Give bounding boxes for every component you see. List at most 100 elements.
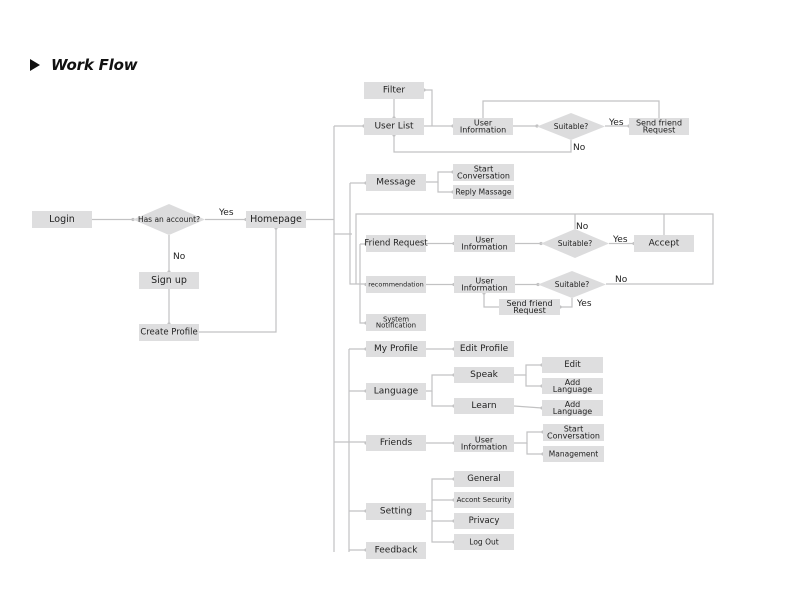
- node-label: User: [475, 276, 494, 285]
- node-create-profile[interactable]: Create Profile: [139, 324, 199, 341]
- connector-line: [424, 89, 433, 126]
- node-reply-message[interactable]: Reply Massage: [453, 185, 514, 199]
- node-box: [366, 341, 426, 357]
- node-label: User: [475, 435, 494, 444]
- connector-line: [437, 182, 453, 193]
- node-label: Information: [461, 284, 507, 293]
- node-label: Language: [553, 407, 593, 416]
- connector-line: [426, 171, 453, 183]
- node-has-account[interactable]: Has an account?: [133, 204, 205, 235]
- node-label: Suitable?: [554, 122, 589, 131]
- node-label: Start: [474, 164, 494, 173]
- node-message[interactable]: Message: [366, 174, 426, 191]
- node-account-security[interactable]: Accont Security: [454, 492, 514, 508]
- connector-line: [525, 375, 542, 387]
- node-label: Send friend: [636, 118, 682, 127]
- node-label: Conversation: [457, 172, 510, 181]
- node-friend-request[interactable]: Friend Request: [364, 235, 428, 252]
- node-fr-suitable[interactable]: Suitable?: [541, 229, 609, 258]
- node-label: Setting: [380, 507, 412, 517]
- node-box: [366, 435, 426, 451]
- node-general[interactable]: General: [454, 471, 514, 487]
- node-label: Request: [643, 126, 676, 135]
- node-feedback[interactable]: Feedback: [366, 542, 426, 559]
- node-label: Suitable?: [558, 239, 593, 248]
- node-rec-suitable[interactable]: Suitable?: [538, 271, 606, 298]
- node-friends[interactable]: Friends: [366, 435, 426, 451]
- node-box: [542, 357, 603, 373]
- node-recommendation[interactable]: recommendation: [366, 276, 426, 293]
- node-box: [454, 235, 515, 252]
- node-user-list[interactable]: User List: [364, 118, 424, 135]
- node-login[interactable]: Login: [32, 211, 92, 228]
- node-box: [454, 471, 514, 487]
- node-label: Reply Massage: [455, 188, 511, 197]
- connector-line: [514, 431, 543, 444]
- node-label: Edit: [564, 360, 581, 370]
- node-label: Sign up: [151, 275, 187, 286]
- play-triangle-icon: [30, 59, 40, 71]
- connector-line: [560, 298, 573, 308]
- node-filter[interactable]: Filter: [364, 82, 424, 99]
- node-box: [543, 446, 604, 462]
- node-ul-suitable[interactable]: Suitable?: [537, 113, 605, 140]
- node-privacy[interactable]: Privacy: [454, 513, 514, 529]
- node-label: Conversation: [547, 432, 600, 441]
- node-label: Information: [461, 243, 507, 252]
- node-management[interactable]: Management: [543, 446, 604, 462]
- connector-line: [483, 293, 499, 308]
- node-label: System: [383, 315, 409, 323]
- node-label: Information: [461, 443, 507, 452]
- node-speak-edit[interactable]: Edit: [542, 357, 603, 373]
- node-speak[interactable]: Speak: [454, 367, 514, 383]
- node-label: Has an account?: [138, 215, 200, 224]
- connector-line: [426, 374, 454, 392]
- edge-label-no: No: [615, 275, 628, 285]
- node-setting[interactable]: Setting: [366, 503, 426, 520]
- node-edit-profile[interactable]: Edit Profile: [454, 341, 514, 357]
- connector-line: [355, 213, 714, 285]
- node-box: [366, 503, 426, 520]
- node-learn[interactable]: Learn: [454, 398, 514, 414]
- node-homepage[interactable]: Homepage: [246, 211, 306, 228]
- connector-line: [199, 228, 277, 333]
- connector-line: [514, 364, 542, 376]
- connector-line: [349, 183, 366, 285]
- node-box: [454, 367, 514, 383]
- node-my-profile[interactable]: My Profile: [366, 341, 426, 357]
- edge-label-yes: Yes: [576, 299, 592, 309]
- node-box: [366, 235, 426, 252]
- node-log-out[interactable]: Log Out: [454, 534, 514, 550]
- node-sign-up[interactable]: Sign up: [139, 272, 199, 289]
- node-label: Language: [374, 387, 419, 397]
- node-label: Start: [564, 424, 584, 433]
- connector-arrow-dot: [535, 124, 539, 128]
- node-box: [366, 542, 426, 559]
- edge-label-yes: Yes: [608, 118, 624, 128]
- node-box: [139, 324, 199, 341]
- node-label: Information: [460, 126, 506, 135]
- node-label: Create Profile: [140, 328, 197, 338]
- connector-line: [431, 391, 454, 407]
- node-label: Friend Request: [364, 239, 428, 249]
- node-label: My Profile: [374, 344, 418, 354]
- node-label: Login: [49, 214, 75, 225]
- node-box: [454, 398, 514, 414]
- node-language[interactable]: Language: [366, 383, 426, 400]
- connector-line: [526, 443, 543, 455]
- node-label: Notification: [376, 322, 416, 330]
- node-label: Request: [513, 306, 546, 315]
- node-accept[interactable]: Accept: [634, 235, 694, 252]
